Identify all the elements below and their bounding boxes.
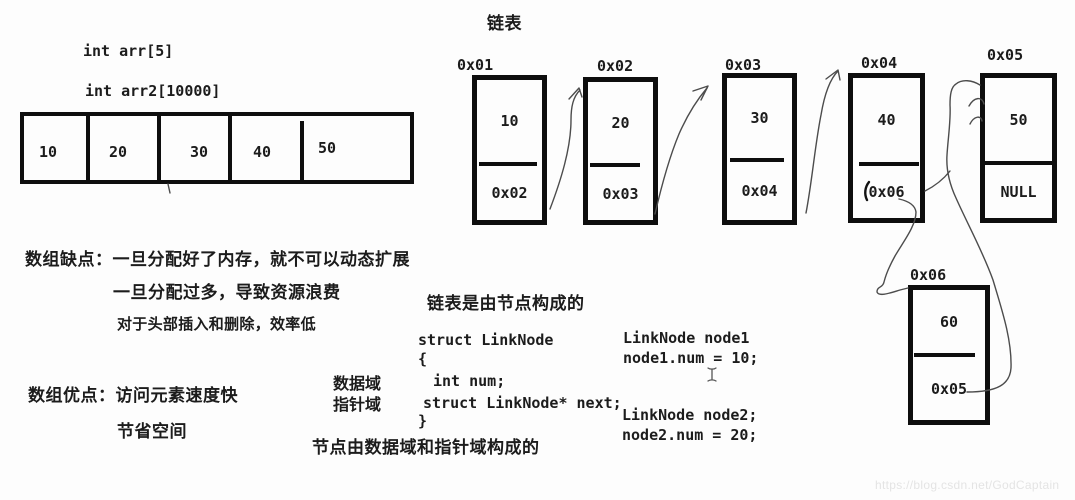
arrow-node2-to-node3 <box>654 87 708 215</box>
array-declaration-1: int arr[5] <box>83 42 174 60</box>
code-node1-line2: node1.num = 10; <box>623 349 759 367</box>
pointer-field-label: 指针域 <box>333 397 382 414</box>
code-struct-line2: { <box>418 350 428 368</box>
array-cons-line3: 对于头部插入和删除，效率低 <box>117 317 316 333</box>
node-divider <box>859 162 919 166</box>
node-address-label: 0x02 <box>597 57 634 75</box>
node-address-label: 0x05 <box>987 46 1024 64</box>
array-cons-line1: 数组缺点：一旦分配好了内存，就不可以动态扩展 <box>25 250 410 269</box>
node-address-label: 0x04 <box>861 54 898 72</box>
code-struct-line3: int num; <box>433 372 506 390</box>
linked-list-node-6: 0x06 60 0x05 <box>908 267 990 425</box>
node-pointer-field: 0x02 <box>491 184 528 202</box>
array-cell-value: 50 <box>317 139 337 157</box>
node-data-field: 10 <box>500 112 519 130</box>
linked-list-node-1: 0x01 10 0x02 <box>457 57 547 225</box>
node-pointer-field: 0x06 <box>868 183 905 201</box>
node-divider <box>730 158 784 162</box>
array-cell-value: 10 <box>38 143 58 161</box>
array-cell-value: 20 <box>108 143 128 161</box>
code-node2-line1: LinkNode node2; <box>622 406 758 424</box>
node-divider <box>914 353 975 357</box>
code-node1-line1: LinkNode node1 <box>623 329 750 347</box>
arrowhead <box>825 69 841 81</box>
node-divider <box>590 163 640 167</box>
array-cell-divider <box>157 116 161 180</box>
node-pointer-field: 0x04 <box>741 182 778 200</box>
array-pros-line2: 节省空间 <box>117 422 187 441</box>
node-box: 60 0x05 <box>908 285 990 425</box>
arrow-node3-to-node4 <box>805 70 839 214</box>
code-struct-line5: } <box>418 412 428 430</box>
code-node2-line2: node2.num = 20; <box>622 426 758 444</box>
text-cursor-ibeam <box>707 367 717 382</box>
array-tick-mark <box>167 183 171 194</box>
node-pointer-field: 0x05 <box>930 379 968 398</box>
code-struct-line4: struct LinkNode* next; <box>423 394 622 412</box>
linked-list-node-4: 0x04 40 0x06 <box>848 55 925 223</box>
node-address-label: 0x06 <box>910 266 947 284</box>
array-declaration-2: int arr2[10000] <box>85 82 221 100</box>
watermark: https://blog.csdn.net/GodCaptain <box>875 478 1060 492</box>
array-cell-value: 30 <box>189 143 209 161</box>
linked-list-node-5: 0x05 50 NULL <box>980 47 1057 223</box>
array-cell-divider <box>300 121 304 180</box>
node-pointer-field: 0x03 <box>602 184 639 203</box>
arrow-node1-to-node2 <box>549 89 581 210</box>
node-divider <box>479 162 537 166</box>
node-address-label: 0x01 <box>457 56 494 74</box>
page-title: 链表 <box>487 14 522 33</box>
code-struct-line1: struct LinkNode <box>418 331 554 349</box>
arrowhead <box>568 87 583 100</box>
array-cell-divider <box>86 116 90 180</box>
node-box: 40 0x06 <box>848 73 925 223</box>
node-data-field: 40 <box>877 111 896 129</box>
node-address-label: 0x03 <box>725 56 762 74</box>
array-pros-line1: 数组优点：访问元素速度快 <box>28 386 238 405</box>
node-box: 10 0x02 <box>472 75 547 225</box>
node-pointer-field: NULL <box>1000 182 1037 201</box>
node-box: 20 0x03 <box>583 77 658 225</box>
node-divider <box>985 161 1052 165</box>
list-footer-text: 节点由数据域和指针域构成的 <box>312 438 540 457</box>
linked-list-node-3: 0x03 30 0x04 <box>722 57 797 225</box>
array-cons-line2: 一旦分配过多，导致资源浪费 <box>113 283 341 302</box>
node-data-field: 60 <box>939 312 959 331</box>
arrowhead <box>692 85 709 101</box>
array-cell-divider <box>228 116 232 180</box>
node-data-field: 50 <box>1009 110 1028 129</box>
linked-list-node-2: 0x02 20 0x03 <box>583 58 658 225</box>
node-box: 50 NULL <box>980 73 1057 223</box>
stray-stroke <box>924 170 951 192</box>
array-cell-value: 40 <box>252 143 272 161</box>
array-drawing: 10 20 30 40 50 <box>20 112 414 184</box>
node-data-field: 30 <box>750 109 769 127</box>
node-data-field: 20 <box>611 113 630 132</box>
list-intro-text: 链表是由节点构成的 <box>427 294 585 313</box>
node-box: 30 0x04 <box>722 73 797 225</box>
data-field-label: 数据域 <box>333 376 382 393</box>
